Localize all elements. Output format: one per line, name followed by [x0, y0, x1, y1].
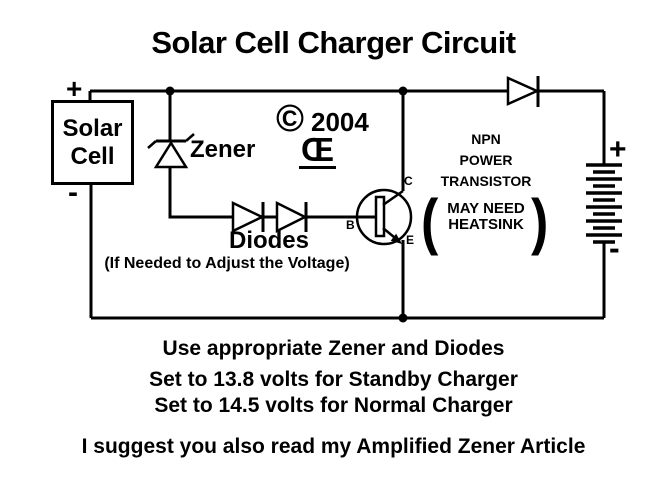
solar-cell-label: Solar Cell [52, 101, 133, 184]
top-diode-triangle [506, 76, 541, 106]
copyright-year: 2004 [311, 107, 369, 137]
copyright-icon: © [276, 98, 304, 140]
transistor-type-line3: TRANSISTOR [440, 173, 532, 189]
solar-minus-label: - [68, 176, 78, 209]
junction-dot [165, 86, 175, 96]
transistor-emitter-label: E [406, 233, 415, 247]
solar-cell-label-line1: Solar [62, 114, 123, 142]
junction-dots [165, 86, 408, 323]
transistor-type-line2: POWER [459, 152, 513, 168]
diode1-triangle [231, 201, 265, 233]
zener-triangle [153, 140, 189, 169]
base-bar [374, 195, 386, 238]
series-diodes-icon [231, 200, 308, 234]
battery-plus-label: + [609, 133, 627, 166]
solar-plus-label: + [66, 73, 83, 104]
blocking-diode-icon [506, 76, 541, 107]
diodes-label: Diodes [228, 227, 309, 254]
diodes-caption: (If Needed to Adjust the Voltage) [104, 255, 350, 272]
zener-diode-icon [147, 133, 195, 169]
note-standby-voltage: Set to 13.8 volts for Standby Charger [149, 368, 518, 391]
transistor-collector-label: C [404, 174, 413, 188]
transistor-type-label: NPN POWER TRANSISTOR [416, 129, 556, 192]
note-normal-voltage: Set to 14.5 volts for Normal Charger [154, 394, 513, 417]
author-initials: Œ [299, 131, 336, 169]
junction-dot [398, 313, 408, 323]
zener-bar-hooks [147, 133, 195, 149]
battery-icon [586, 163, 622, 244]
copyright-notice: © 2004 [276, 100, 369, 138]
heatsink-note: MAY NEED HEATSINK [438, 201, 534, 233]
junction-dot [398, 86, 408, 96]
solar-cell-box [51, 100, 134, 185]
transistor-base-label: B [346, 218, 355, 232]
battery-minus-label: - [609, 230, 620, 266]
note-paren-open: ( [421, 187, 439, 257]
battery-short-plates [593, 170, 615, 244]
zener-to-base-wire [168, 166, 378, 219]
heatsink-note-line1: MAY NEED [447, 200, 525, 217]
heatsink-note-line2: HEATSINK [448, 216, 524, 233]
emitter-arrow [390, 233, 402, 244]
npn-transistor-icon [355, 188, 413, 246]
solar-cell-label-line2: Cell [70, 142, 115, 170]
note-article-suggestion: I suggest you also read my Amplified Zen… [81, 435, 586, 458]
page-title: Solar Cell Charger Circuit [151, 25, 516, 60]
battery-long-plates [586, 163, 622, 237]
collector-lead [382, 189, 404, 207]
note-paren-close: ) [531, 187, 549, 257]
diode2-triangle [275, 200, 308, 234]
zener-label: Zener [190, 136, 256, 163]
transistor-type-line1: NPN [471, 131, 501, 147]
note-use-appropriate: Use appropriate Zener and Diodes [162, 337, 505, 360]
